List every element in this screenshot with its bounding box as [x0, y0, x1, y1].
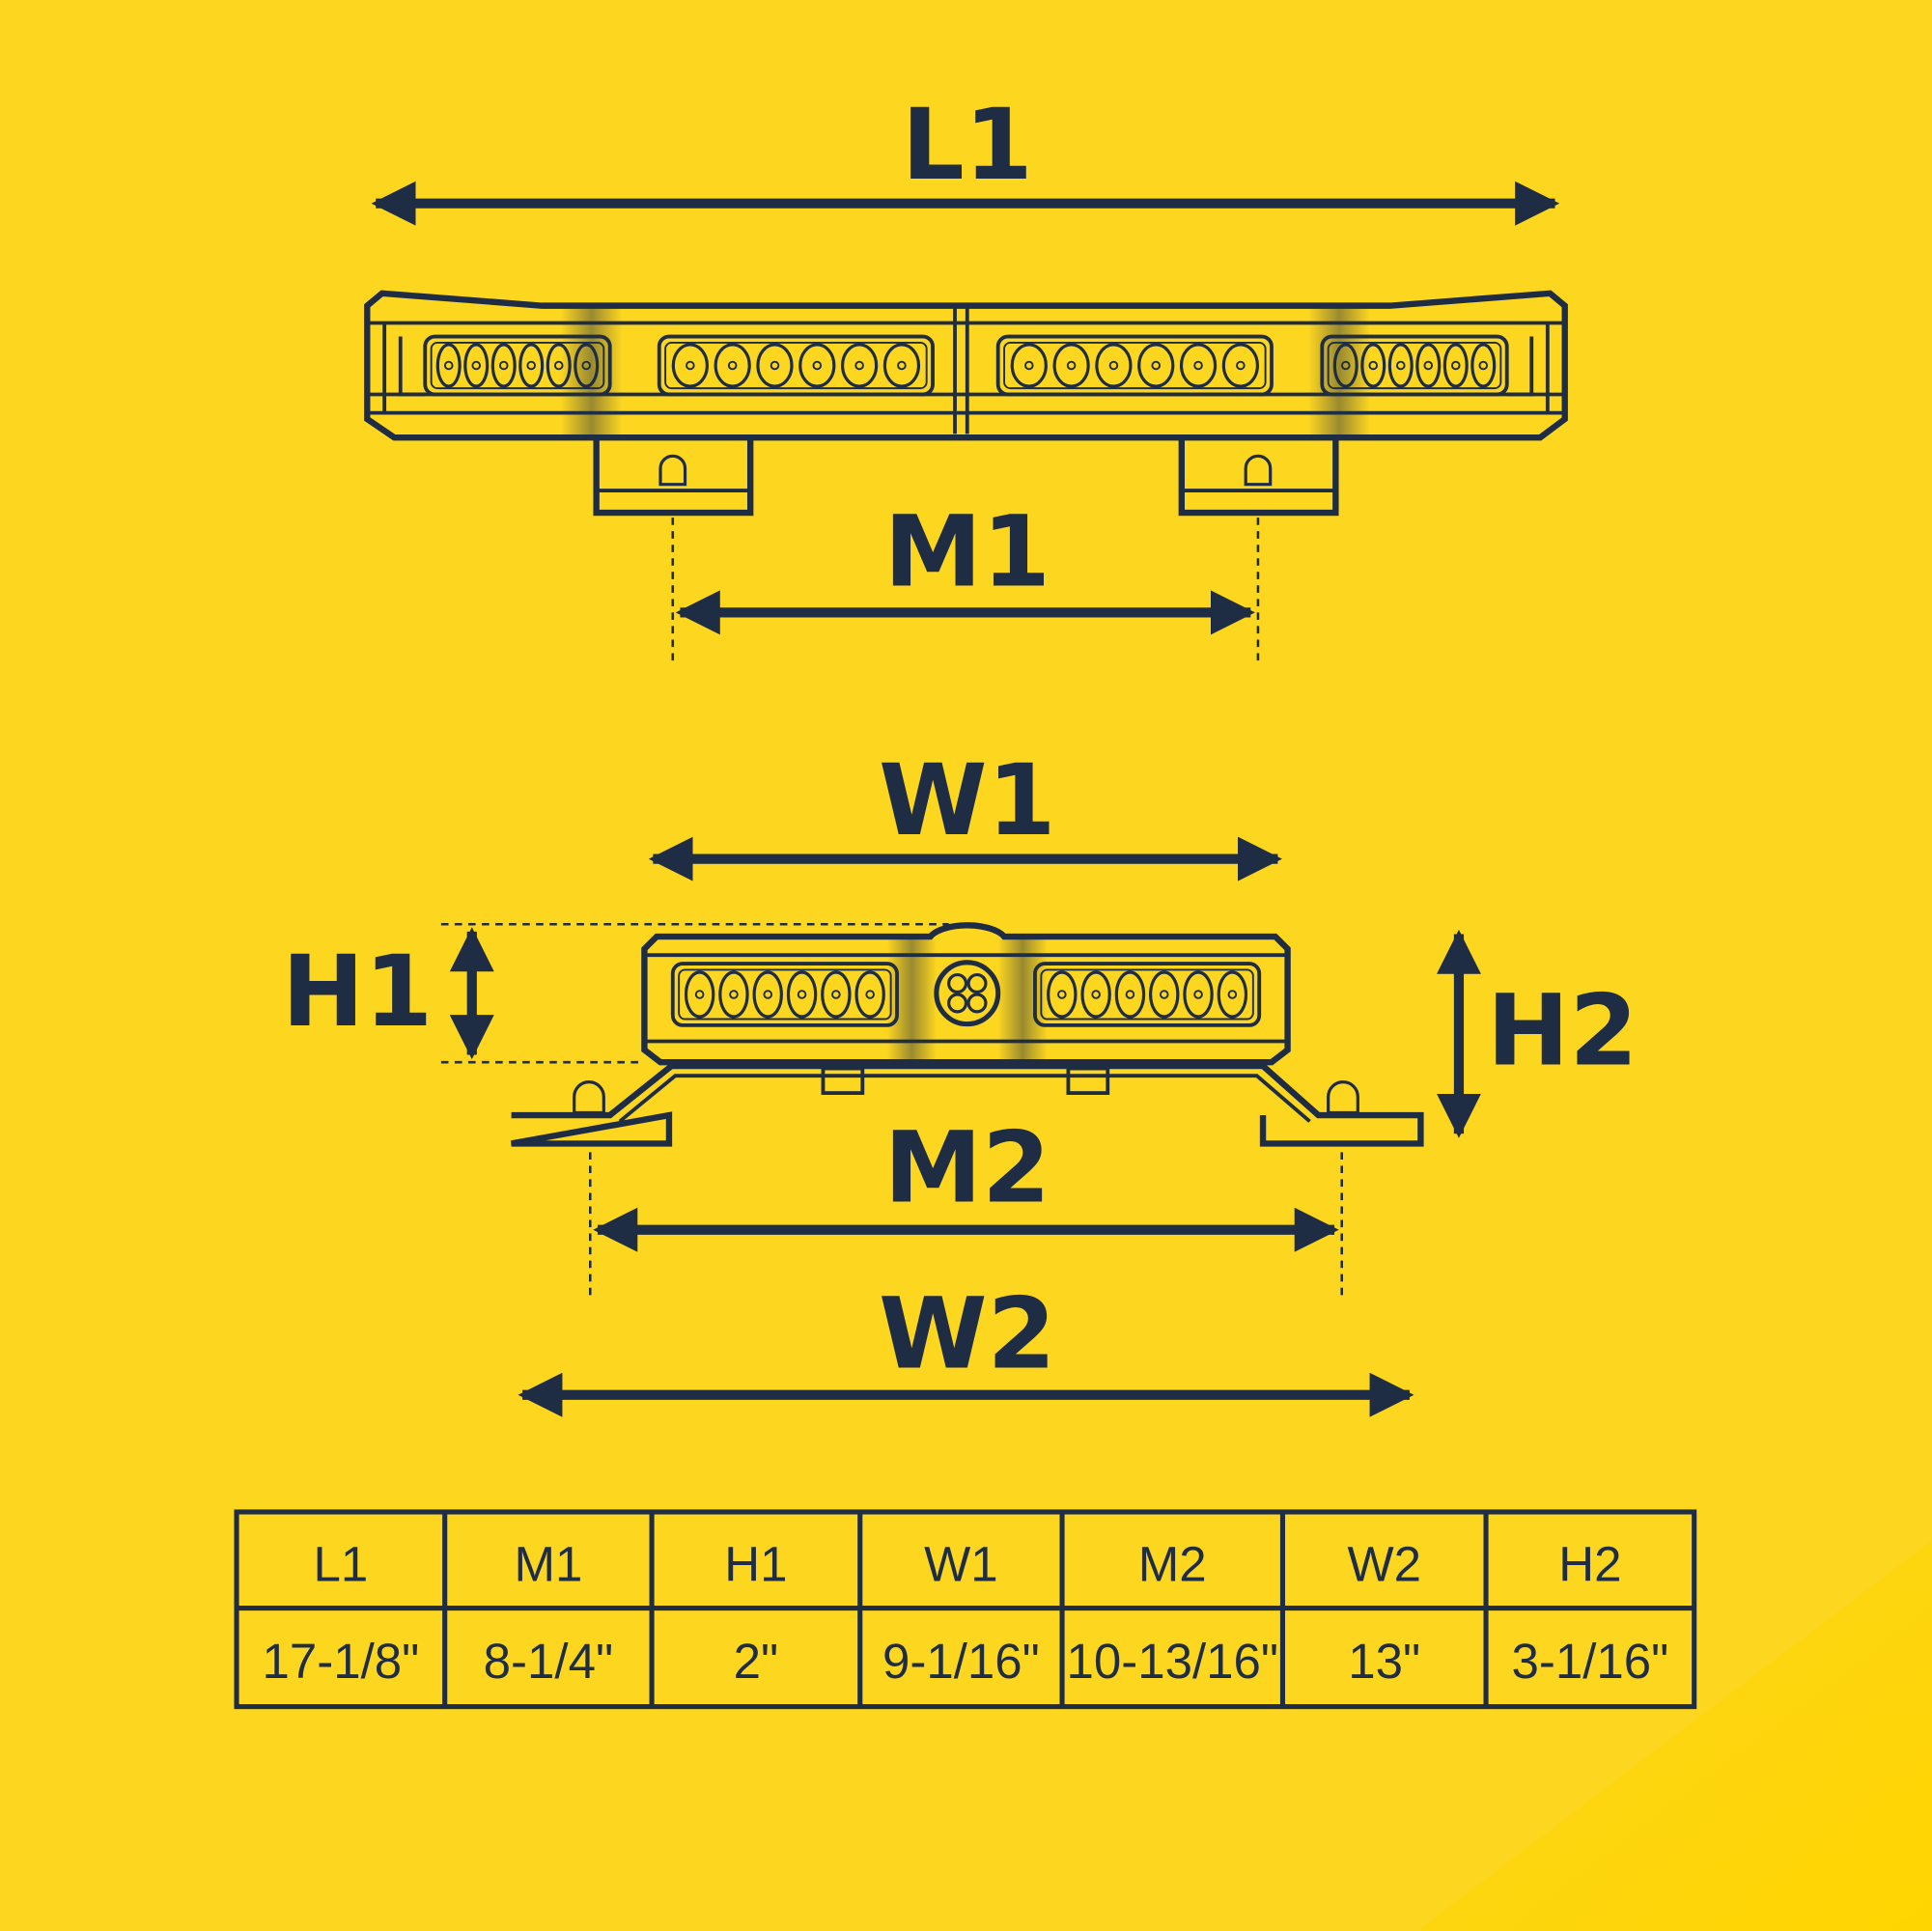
mount-bracket [511, 1062, 1424, 1147]
top-view: L1 M1 [364, 88, 1568, 666]
side-view: W1 H1 H2 M2 W2 [282, 743, 1638, 1417]
led-icon [1149, 970, 1180, 1019]
table-value-cell: 10-13/16" [1066, 1634, 1278, 1689]
table-value-cell: 17-1/8" [262, 1634, 419, 1689]
led-icon [1137, 343, 1175, 388]
led-icon [1387, 343, 1414, 388]
led-icon [854, 970, 885, 1019]
led-icon [1470, 343, 1497, 388]
led-icon [1442, 343, 1469, 388]
l1-label: L1 [902, 88, 1033, 203]
table-header-cell: H2 [1558, 1536, 1621, 1591]
led-icon [1415, 343, 1442, 388]
led-icon [1080, 970, 1111, 1019]
lightbar-side-housing [641, 922, 1291, 1066]
led-icon [1217, 970, 1248, 1019]
led-icon [882, 343, 921, 388]
table-header-cell: W1 [924, 1536, 998, 1591]
table-header-cell: M1 [514, 1536, 582, 1591]
mount-left [593, 435, 754, 517]
table-header-cell: H1 [724, 1536, 787, 1591]
mount-right [1178, 435, 1339, 517]
led-icon [718, 970, 749, 1019]
table-value-cell: 3-1/16" [1511, 1634, 1668, 1689]
led-icon [518, 343, 545, 388]
led-icon [786, 970, 818, 1019]
table-value-cell: 13" [1348, 1634, 1420, 1689]
led-icon [1095, 343, 1133, 388]
led-icon [1114, 970, 1146, 1019]
led-icon [671, 343, 709, 388]
led-icon [1010, 343, 1048, 388]
corner-accent [1416, 1540, 1932, 1931]
led-module [670, 962, 899, 1027]
led-icon [684, 970, 715, 1019]
table-header-cell: M2 [1138, 1536, 1207, 1591]
led-module [423, 334, 612, 397]
led-icon [821, 970, 852, 1019]
led-icon [714, 343, 751, 388]
w1-label: W1 [879, 743, 1056, 858]
led-icon [1183, 970, 1214, 1019]
table-value-cell: 8-1/4" [484, 1634, 613, 1689]
led-icon [490, 343, 517, 388]
led-module [995, 334, 1274, 397]
led-icon [756, 343, 794, 388]
led-icon [1047, 970, 1078, 1019]
h2-label: H2 [1487, 974, 1638, 1089]
led-icon [1179, 343, 1218, 388]
dimension-table: L1 17-1/8" M1 8-1/4" H1 2" W1 9-1/16" M2 10-13/16… [234, 1509, 1697, 1710]
led-icon [798, 343, 836, 388]
led-icon [752, 970, 783, 1019]
center-emblem [934, 960, 1001, 1027]
table-header-cell: L1 [313, 1536, 368, 1591]
table-header-cell: W2 [1347, 1536, 1421, 1591]
m2-label: M2 [883, 1110, 1050, 1225]
led-icon [1221, 343, 1259, 388]
led-module [1033, 962, 1262, 1027]
led-icon [1052, 343, 1090, 388]
m1-label: M1 [883, 494, 1050, 609]
lightbar-housing [364, 290, 1568, 441]
w2-label: W2 [879, 1277, 1056, 1392]
h1-label: H1 [282, 935, 433, 1049]
led-module [657, 334, 935, 397]
led-icon [463, 343, 490, 388]
led-icon [840, 343, 879, 388]
table-value-cell: 2" [734, 1634, 779, 1689]
table-value-cell: 9-1/16" [882, 1634, 1040, 1689]
led-icon [435, 343, 462, 388]
